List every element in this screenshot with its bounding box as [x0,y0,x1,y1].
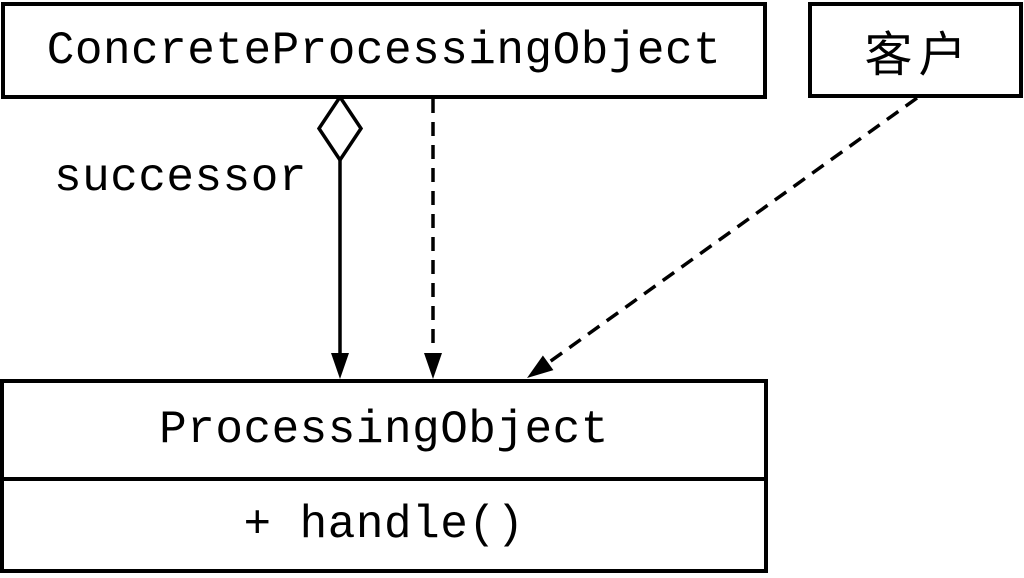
class-box-processing-object: ProcessingObject + handle() [0,379,768,573]
class-box-client: 客户 [808,2,1023,98]
class-box-concrete-processing-object: ConcreteProcessingObject [1,2,767,99]
aggregation-diamond [316,93,364,164]
dependency-concrete-arrowhead-icon [424,353,442,379]
class-name-concrete-processing-object: ConcreteProcessingObject [46,24,722,77]
dependency-client-edge-line [546,96,919,365]
method-handle: + handle() [4,477,764,569]
aggregation-arrowhead-icon [331,353,349,379]
successor-edge-label: successor [54,152,307,204]
class-name-processing-object: ProcessingObject [159,404,609,456]
dependency-client-arrowhead-icon [527,355,554,378]
class-name-client: 客户 [864,29,973,82]
